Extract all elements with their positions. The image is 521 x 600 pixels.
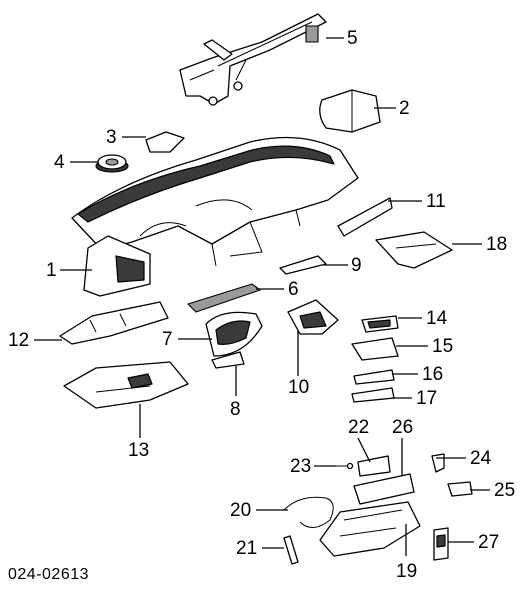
part-23-screw: [336, 462, 354, 470]
callout-17: 17: [416, 388, 438, 409]
callout-8: 8: [230, 399, 241, 420]
part-10-center-bracket: [287, 299, 339, 335]
callout-25: 25: [494, 480, 516, 501]
part-19-glove-box: [319, 501, 421, 557]
callout-27: 27: [478, 532, 500, 553]
leader-lines: [34, 37, 490, 556]
part-15-tray-insert: [351, 337, 399, 361]
part-14-tray: [361, 315, 399, 333]
callout-16: 16: [422, 364, 444, 385]
part-8-small-bracket: [211, 351, 245, 369]
part-12-lower-trim: [59, 301, 169, 345]
part-1-left-trim: [83, 235, 151, 297]
part-2-passenger-airbag: [319, 89, 381, 133]
callout-24: 24: [470, 448, 492, 469]
callout-7: 7: [162, 329, 173, 350]
part-25-damper: [447, 481, 473, 497]
callout-2: 2: [399, 98, 410, 119]
part-21-rod: [283, 535, 299, 565]
part-13-lower-cover: [63, 361, 189, 409]
callout-10: 10: [288, 377, 310, 398]
part-22-latch: [357, 455, 391, 477]
callout-12: 12: [8, 330, 30, 351]
part-instrument-panel: [71, 136, 359, 267]
callout-23: 23: [290, 456, 312, 477]
part-16-mat: [353, 369, 395, 385]
callout-13: 13: [128, 440, 150, 461]
callout-18: 18: [486, 234, 508, 255]
part-3-defroster-cover: [145, 131, 185, 153]
callout-11: 11: [426, 191, 446, 212]
callout-21: 21: [236, 538, 258, 559]
part-9-trim-panel: [279, 255, 327, 275]
callout-5: 5: [347, 28, 358, 49]
part-27-switch: [433, 527, 449, 561]
part-17-mat: [351, 387, 395, 403]
part-20-cable: [283, 496, 334, 528]
callout-15: 15: [432, 336, 454, 357]
callout-20: 20: [230, 500, 252, 521]
callout-9: 9: [351, 255, 362, 276]
part-24-clip: [431, 453, 445, 473]
callout-4: 4: [54, 152, 65, 173]
part-6-knee-panel: [187, 283, 261, 313]
callout-1: 1: [46, 260, 57, 281]
part-4-speaker: [95, 154, 129, 173]
callout-3: 3: [106, 127, 117, 148]
part-11-trim-strip: [337, 197, 393, 237]
callout-19: 19: [396, 561, 418, 582]
part-26-glove-box-lid: [353, 473, 415, 505]
part-7-knee-bolster: [205, 311, 263, 357]
callout-22: 22: [348, 417, 370, 438]
callout-6: 6: [288, 279, 299, 300]
diagram-code: 024-02613: [8, 566, 90, 583]
callout-14: 14: [426, 308, 448, 329]
part-5-cross-car-beam: [179, 13, 327, 106]
callout-26: 26: [392, 417, 414, 438]
part-18-bracket: [375, 231, 453, 269]
